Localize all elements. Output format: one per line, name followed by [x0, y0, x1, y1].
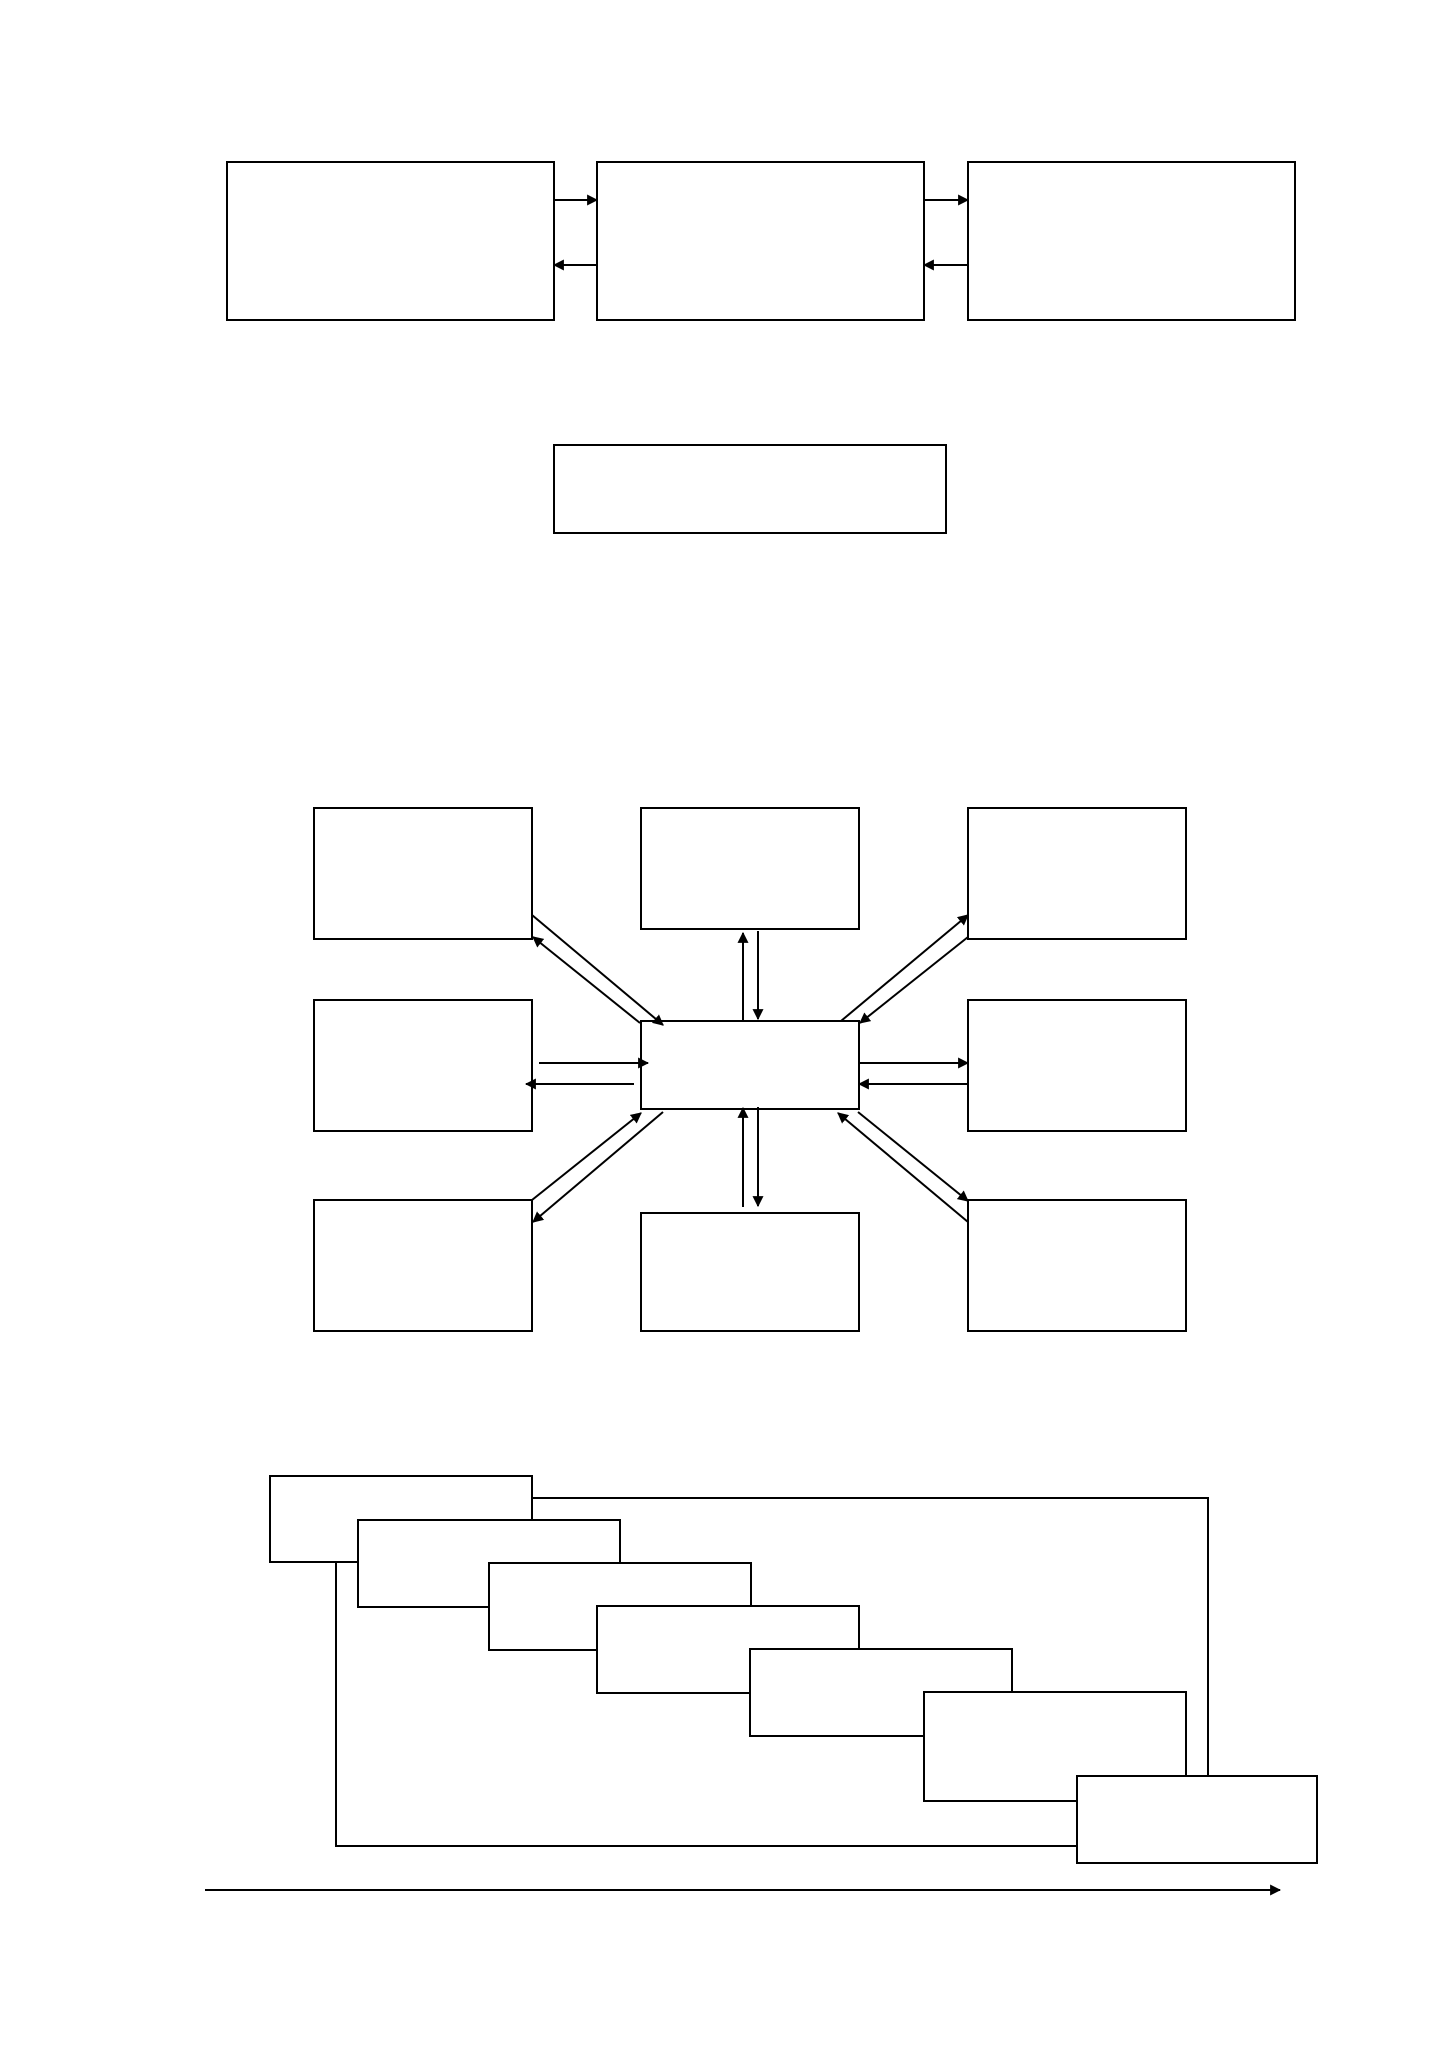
hub-diagram: [313, 807, 1187, 1332]
flow-box-2: [596, 161, 925, 321]
cascade-feedback-loop-outer: [532, 1497, 1209, 1776]
hub-box-bottom-left: [313, 1199, 533, 1332]
hub-arrow-to-center-from-bottom-right: [837, 1112, 969, 1223]
standalone-box: [553, 444, 947, 534]
hub-box-top-right: [967, 807, 1187, 940]
hub-arrow-to-center-from-top-left: [531, 914, 664, 1026]
cascade-diagram: [205, 1475, 1318, 1896]
hub-arrow-to-top-left: [532, 936, 641, 1024]
hub-box-top-center: [640, 807, 860, 930]
hub-box-top-left: [313, 807, 533, 940]
hub-arrow-to-center-from-bottom-left: [531, 1112, 642, 1201]
flow-row-diagram: [226, 161, 1296, 534]
hub-arrow-to-bottom-left: [532, 1111, 664, 1223]
hub-box-middle-right: [967, 999, 1187, 1132]
flow-box-3: [967, 161, 1296, 321]
hub-arrow-to-bottom-right: [857, 1111, 969, 1202]
hub-arrow-to-top-right: [840, 914, 969, 1022]
cascade-step-7: [1076, 1775, 1318, 1864]
cascade-feedback-loop-inner: [335, 1562, 1077, 1847]
hub-box-middle-left: [313, 999, 533, 1132]
hub-box-bottom-center: [640, 1212, 860, 1332]
hub-box-bottom-right: [967, 1199, 1187, 1332]
hub-center-box: [640, 1020, 860, 1110]
hub-arrow-to-center-from-top-right: [859, 936, 969, 1024]
flow-box-1: [226, 161, 555, 321]
